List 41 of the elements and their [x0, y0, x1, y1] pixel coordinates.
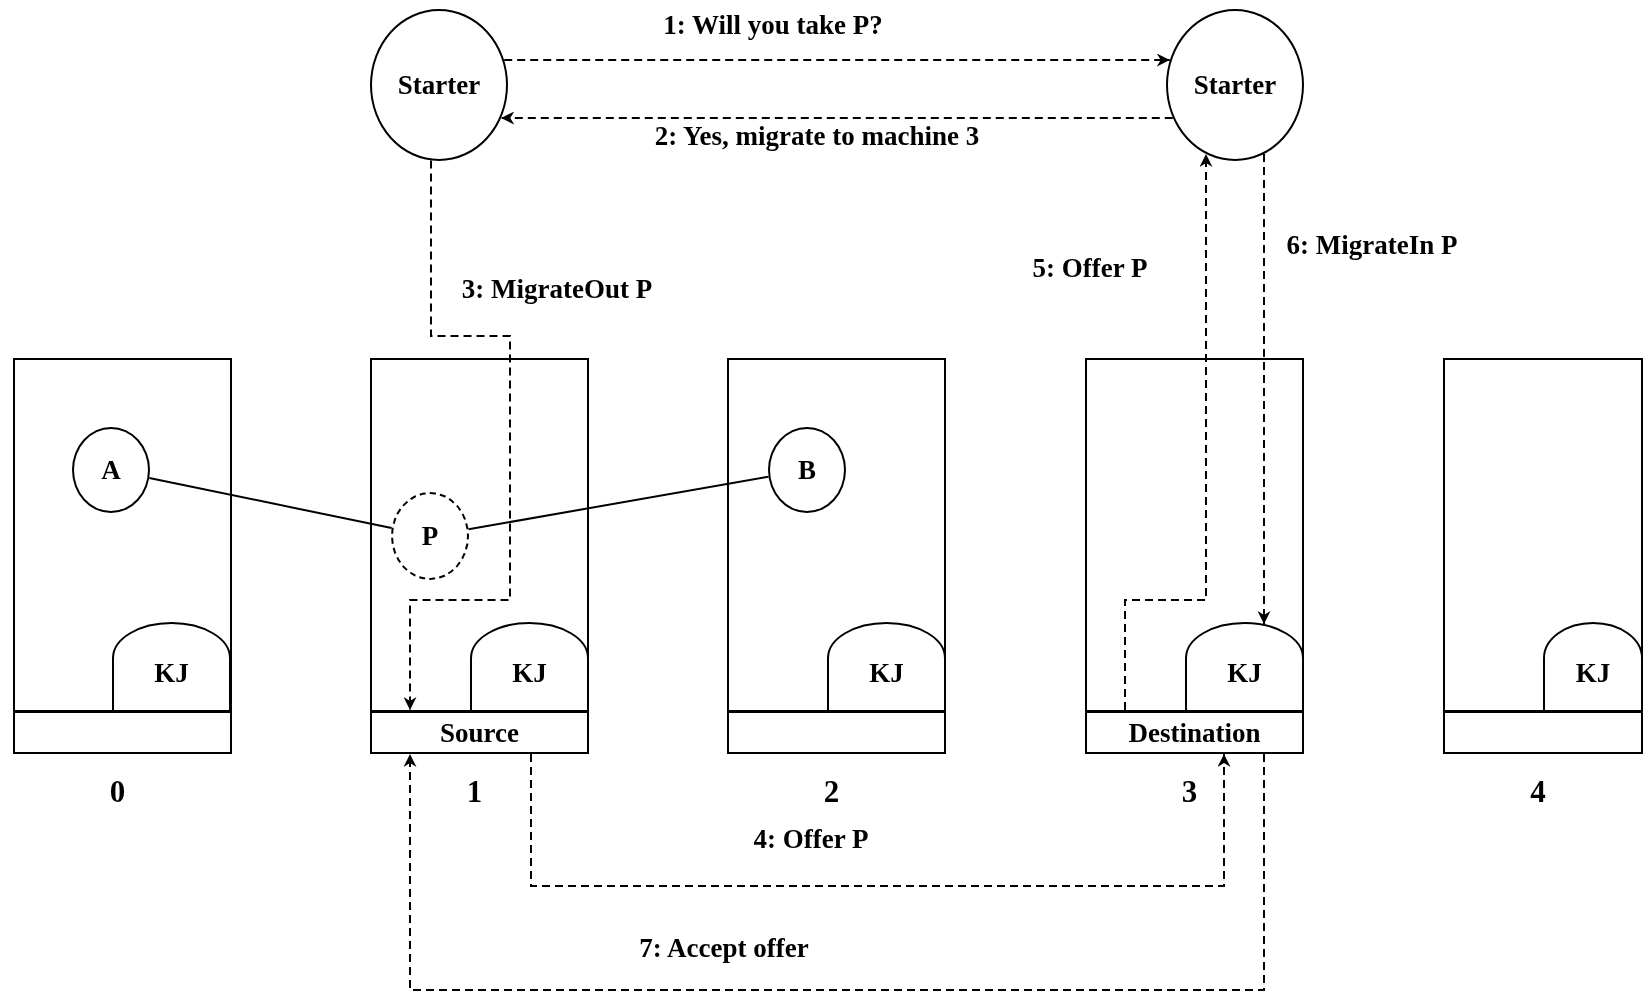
machine-number: 1 — [466, 775, 483, 807]
dashed-arrow — [1257, 153, 1271, 625]
node-label: A — [100, 456, 122, 484]
kernel-arch — [827, 622, 946, 710]
machine-box — [370, 358, 589, 754]
kernel-arch — [1543, 622, 1643, 710]
starter-circle — [1166, 9, 1304, 161]
kernel-arch — [1185, 622, 1304, 710]
connector-line — [467, 475, 770, 531]
connector-line — [148, 476, 393, 530]
machine-number: 4 — [1530, 775, 1546, 807]
kernel-arch — [112, 622, 231, 710]
machine-number: 3 — [1181, 775, 1198, 807]
process-circle — [768, 427, 846, 513]
dashed-arrow — [500, 111, 1174, 125]
node-label: KJ — [1226, 659, 1263, 687]
dashed-arrow — [1124, 153, 1213, 711]
machine-box — [13, 358, 232, 754]
dashed-arrow — [503, 53, 1171, 67]
node-label: Starter — [396, 71, 482, 99]
machine-number: 0 — [109, 775, 126, 807]
kernel-arch — [470, 622, 589, 710]
dashed-arrow — [530, 753, 1231, 887]
machine-number: 2 — [823, 775, 840, 807]
node-label: KJ — [868, 659, 905, 687]
node-label: KJ — [153, 659, 190, 687]
node-label: Destination — [1127, 719, 1262, 746]
machine-box — [727, 358, 946, 754]
process-circle — [72, 427, 150, 513]
node-label: B — [797, 456, 817, 484]
node-label: P — [420, 522, 440, 550]
node-label: KJ — [511, 659, 548, 687]
machine-box — [1085, 358, 1304, 754]
node-label: Starter — [1192, 71, 1278, 99]
dashed-arrow — [403, 753, 1265, 991]
migrating-process-circle — [391, 492, 469, 580]
node-label: KJ — [1574, 659, 1612, 687]
machine-box — [1443, 358, 1643, 754]
dashed-arrow — [403, 159, 511, 711]
node-label: Source — [439, 719, 520, 746]
starter-circle — [370, 9, 508, 161]
